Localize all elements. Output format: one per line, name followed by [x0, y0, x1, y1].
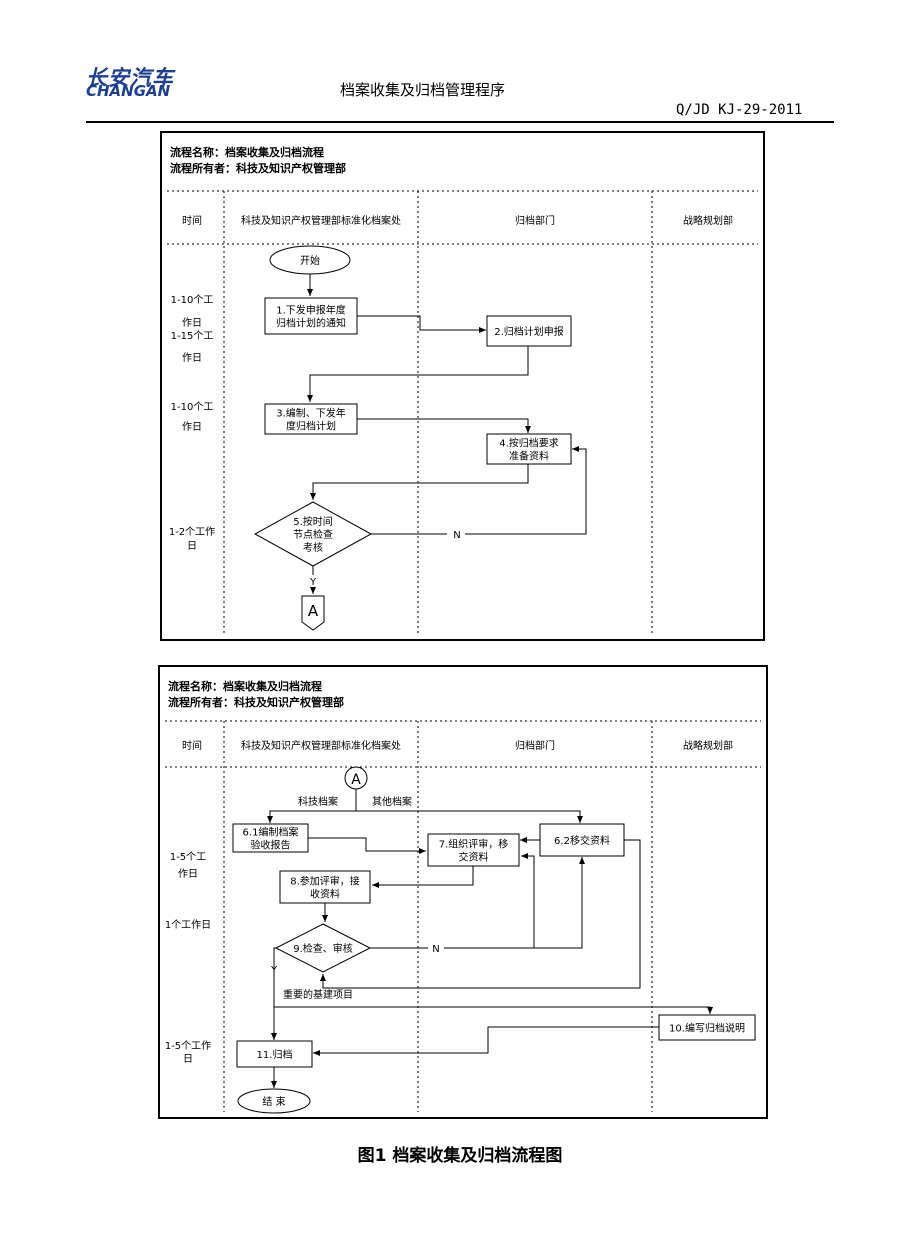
decision-5-label: 考核 — [303, 541, 323, 554]
time-label: 日 — [183, 1054, 193, 1065]
step-8-label: 收资料 — [310, 888, 340, 901]
step-7 — [427, 833, 520, 867]
panel-frame — [160, 131, 765, 641]
step-6-1-label: 6.1编制档案 — [243, 826, 299, 839]
time-label: 1-5个工 — [170, 851, 206, 863]
column-header-0: 时间 — [182, 214, 202, 227]
step-4-label: 准备资料 — [509, 450, 549, 463]
end-node-label: 结 束 — [262, 1095, 285, 1108]
decision-9-label: 9.检查、审核 — [293, 942, 353, 955]
label-mask — [428, 942, 444, 954]
step-10 — [658, 1014, 756, 1041]
flow-arrow — [310, 464, 529, 500]
label-y: Y — [309, 577, 317, 588]
company-logo-english: CHANGAN — [86, 82, 171, 100]
flow-arrow — [267, 810, 356, 823]
step-6-1 — [232, 823, 309, 853]
step-3 — [264, 403, 358, 435]
time-label: 作日 — [182, 421, 202, 433]
step-3-label: 度归档计划 — [286, 420, 336, 433]
document-code: Q/JD KJ-29-2011 — [676, 102, 803, 118]
time-label: 1-10个工 — [171, 401, 214, 413]
time-label: 作日 — [182, 317, 202, 329]
flow-arrow — [534, 857, 585, 949]
step-1-label: 归档计划的通知 — [276, 317, 346, 330]
figure-caption: 图1 档案收集及归档流程图 — [357, 1146, 563, 1166]
flow-arrow — [274, 1006, 713, 1014]
time-label: 1-2个工作 — [169, 526, 215, 538]
step-8-label: 8.参加评审，接 — [290, 875, 360, 888]
flow-arrow — [308, 837, 426, 854]
decision-5-label: 节点检查 — [293, 528, 333, 541]
decision-9 — [274, 923, 372, 973]
time-label: 作日 — [178, 868, 198, 880]
flow-arrow — [356, 810, 583, 823]
document-title: 档案收集及归档管理程序 — [340, 81, 506, 99]
connector-a-label: A — [351, 772, 361, 788]
flow-arrow — [371, 446, 587, 535]
step-10-label: 10.编写归档说明 — [669, 1022, 745, 1035]
process-name: 流程名称：档案收集及归档流程 — [170, 145, 324, 159]
column-header-2: 归档部门 — [515, 214, 555, 227]
label-mask — [305, 575, 321, 587]
time-label: 1个工作日 — [165, 919, 211, 931]
flow-arrow — [320, 839, 641, 989]
branch-label-left: 科技档案 — [298, 795, 338, 808]
step-4 — [486, 433, 572, 465]
label-y: Y — [270, 965, 278, 976]
label-n: N — [432, 944, 439, 955]
step-4-label: 4.按归档要求 — [499, 437, 559, 450]
label-mask — [447, 528, 465, 540]
flow-arrow — [271, 947, 277, 1040]
step-6-2-label: 6.2移交资料 — [554, 834, 610, 847]
column-header-3: 战略规划部 — [683, 739, 733, 752]
step-11-label: 11.归档 — [257, 1048, 293, 1061]
off-page-connector-a — [301, 595, 325, 631]
step-2-label: 2.归档计划申报 — [494, 325, 564, 338]
label-n: N — [453, 530, 460, 541]
time-label: 1-10个工 — [171, 294, 214, 306]
column-header-0: 时间 — [182, 739, 202, 752]
column-header-3: 战略规划部 — [683, 214, 733, 227]
process-owner: 流程所有者：科技及知识产权管理部 — [170, 161, 346, 175]
step-6-1-label: 验收报告 — [251, 839, 291, 852]
note-label: 重要的基建项目 — [283, 988, 353, 1001]
decision-5-label: 5.按时间 — [293, 515, 333, 528]
process-owner: 流程所有者：科技及知识产权管理部 — [168, 695, 344, 709]
column-header-1: 科技及知识产权管理部标准化档案处 — [241, 214, 401, 227]
flow-arrow — [313, 1026, 659, 1056]
off-page-connector-a-label: A — [308, 602, 319, 620]
flow-arrow — [307, 346, 529, 402]
time-label: 日 — [187, 541, 197, 552]
step-7-label: 7.组织评审，移 — [439, 838, 509, 851]
flow-arrow — [372, 866, 474, 888]
start-node-label: 开始 — [300, 254, 320, 267]
time-label: 1-5个工作 — [165, 1040, 211, 1052]
branch-label-right: 其他档案 — [372, 795, 412, 808]
process-name: 流程名称：档案收集及归档流程 — [168, 679, 322, 693]
column-header-2: 归档部门 — [515, 739, 555, 752]
column-header-1: 科技及知识产权管理部标准化档案处 — [241, 739, 401, 752]
header-rule — [86, 121, 834, 123]
step-2 — [486, 315, 572, 347]
panel-frame — [158, 665, 768, 1119]
end-node — [237, 1088, 311, 1114]
company-logo-chinese: 长安汽车 — [86, 66, 174, 90]
step-1-label: 1.下发申报年度 — [276, 304, 346, 317]
flow-arrow — [370, 853, 535, 949]
flow-arrow — [357, 315, 486, 333]
time-label: 作日 — [182, 352, 202, 364]
step-3-label: 3.编制、下发年 — [276, 407, 346, 420]
flow-arrow — [357, 418, 531, 433]
step-7-label: 交资料 — [459, 851, 489, 864]
time-label: 1-15个工 — [171, 330, 214, 342]
